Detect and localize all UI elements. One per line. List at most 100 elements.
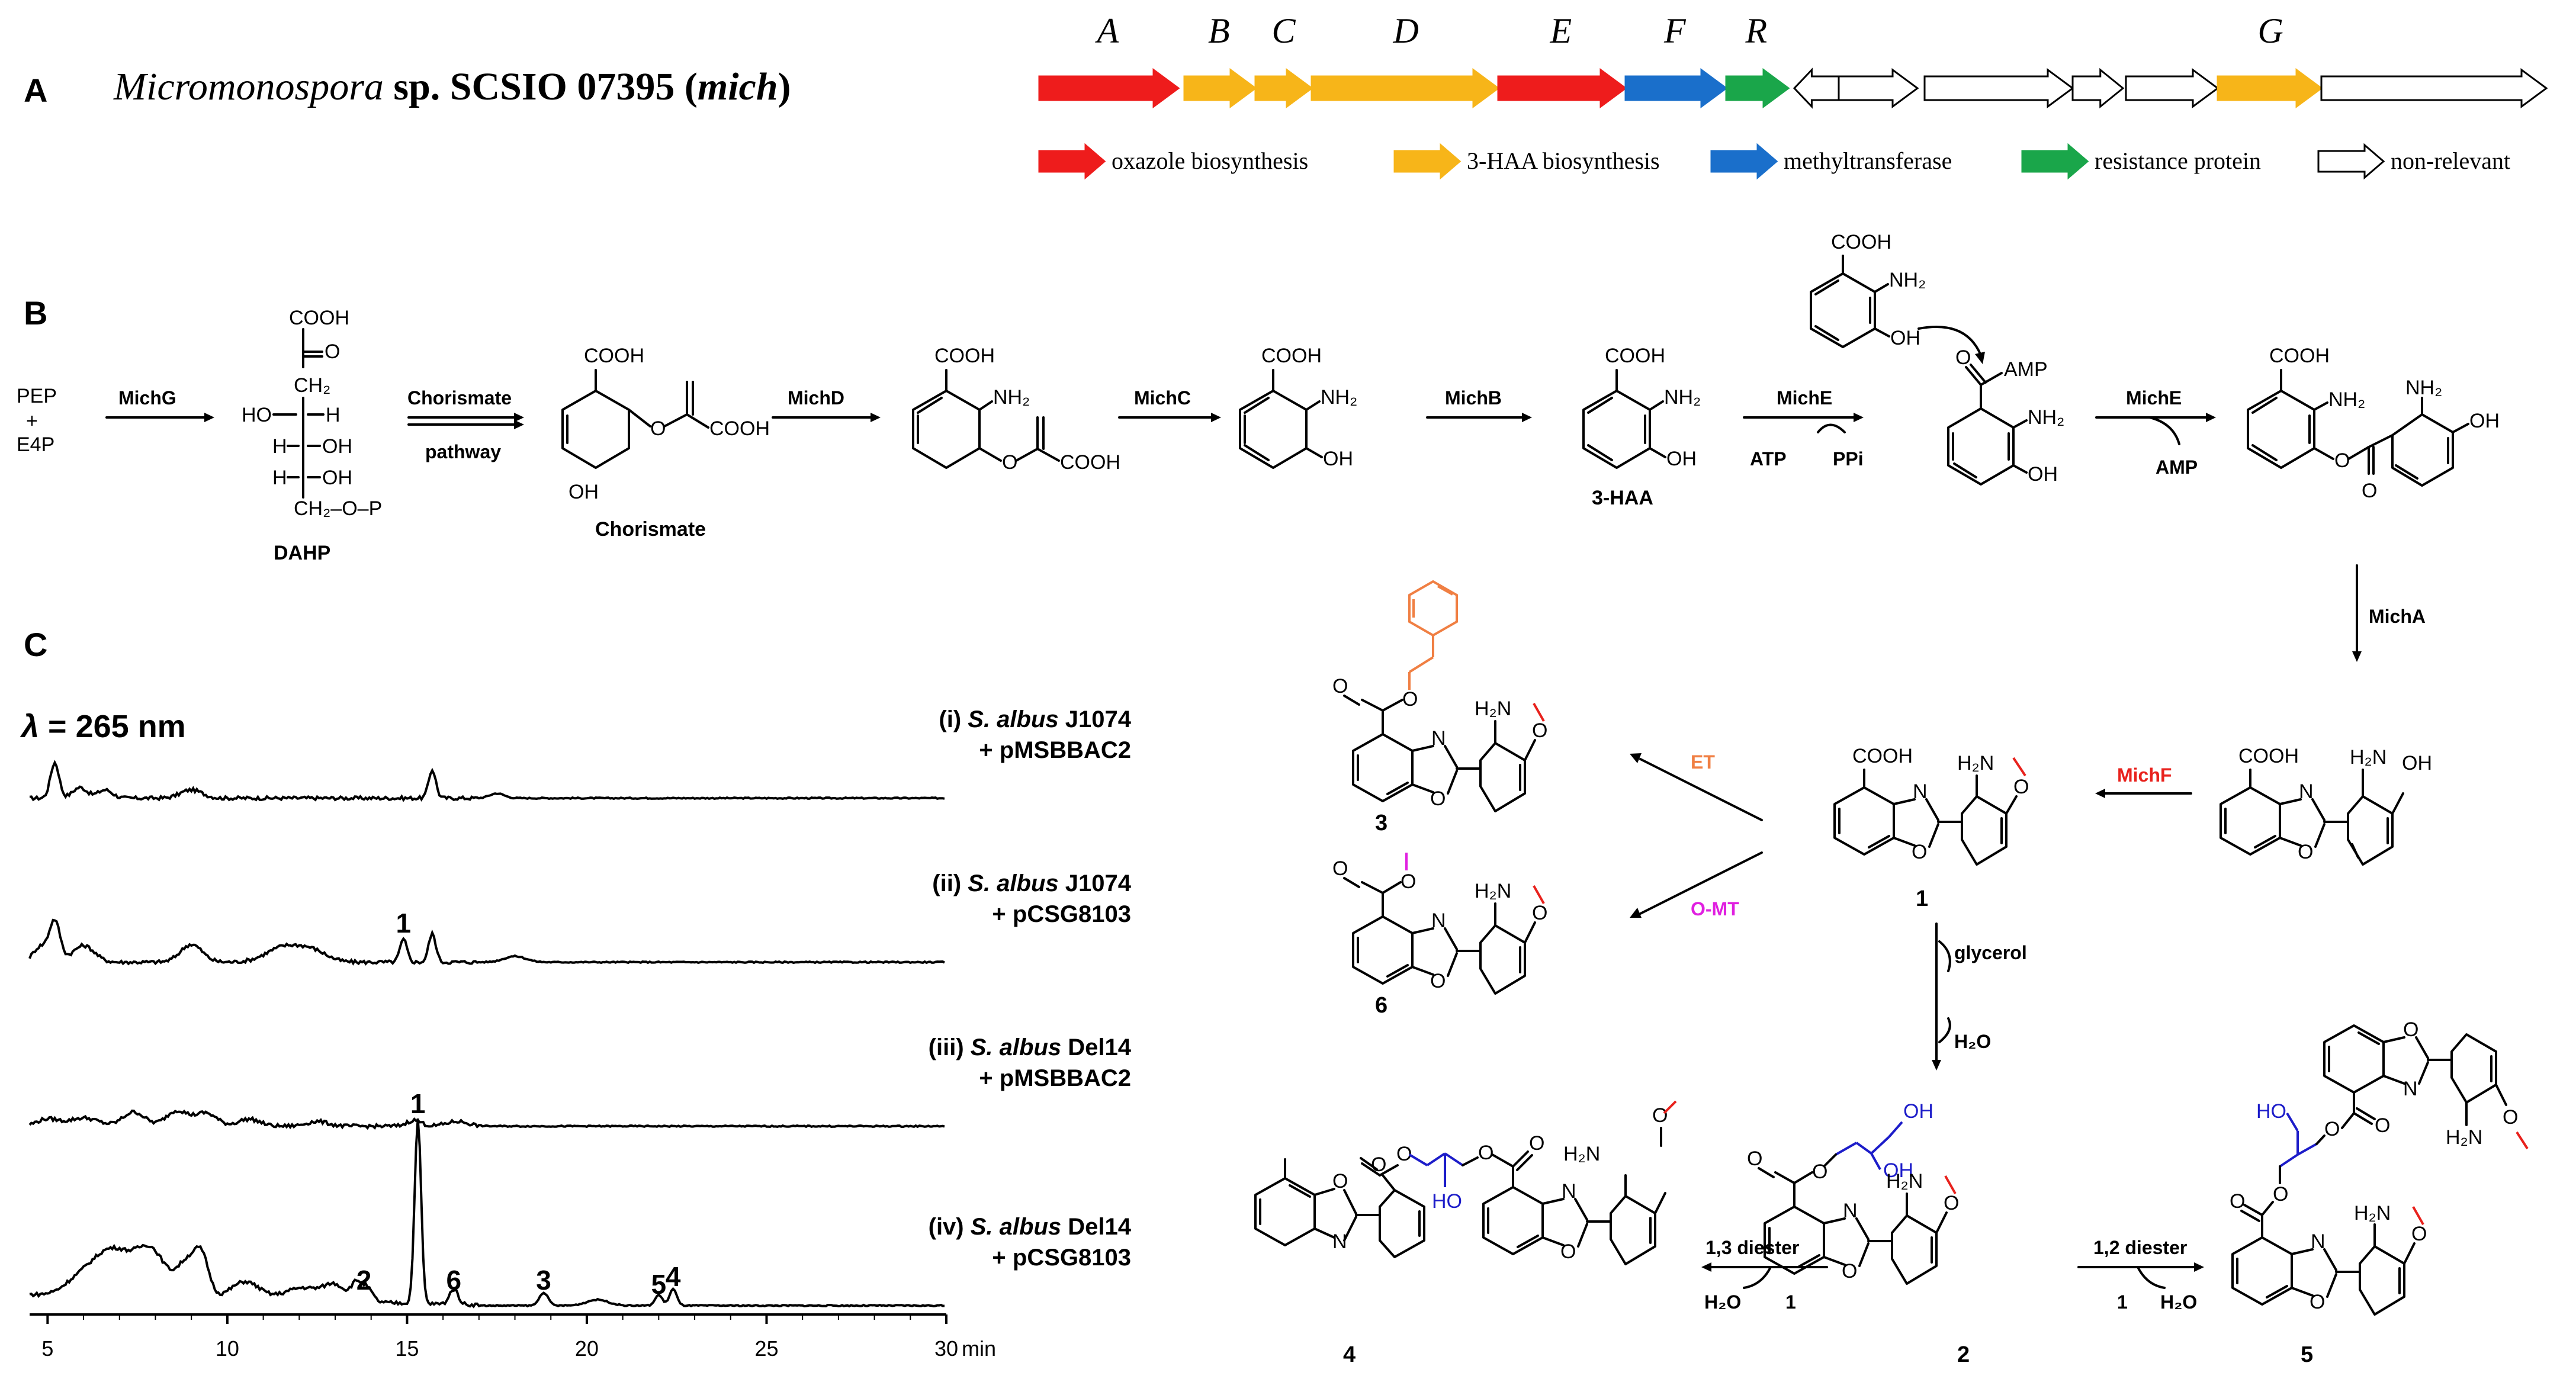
panel-label-b: B [24, 294, 47, 332]
haa-structure: COOH NH₂ OH [1582, 345, 1701, 470]
diester-13-one: 1 [1785, 1291, 1796, 1313]
compound-4-number: 4 [1343, 1342, 1356, 1367]
benzoxazole-acid-structure: COOH N O H₂N OH [2220, 745, 2432, 866]
svg-text:AMP: AMP [2004, 358, 2048, 381]
gene-arrow-c [1254, 68, 1313, 108]
svg-text:O: O [2375, 1114, 2390, 1137]
svg-text:HO: HO [1432, 1190, 1462, 1213]
diester-13-water: H₂O [1704, 1291, 1741, 1313]
compound-2-structure: OH OH O O N O H₂N O [1747, 1100, 1959, 1285]
svg-text:O: O [1747, 1148, 1762, 1170]
svg-text:H₂N: H₂N [1563, 1143, 1600, 1165]
svg-text:HO: HO [2256, 1100, 2286, 1123]
cluster-close: ) [778, 65, 791, 108]
x-axis-unit: min [962, 1336, 996, 1361]
chorismate-pathway-label-2: pathway [425, 441, 501, 462]
trace-label-3-line1: (iii) S. albus Del14 [929, 1034, 1132, 1060]
svg-text:NH₂: NH₂ [1321, 386, 1357, 409]
chorismate-label: Chorismate [595, 518, 706, 541]
svg-text:NH₂: NH₂ [1889, 269, 1926, 291]
compound-4-structure: O N O O HO O O N O [1254, 1100, 1677, 1265]
svg-text:N: N [1562, 1180, 1576, 1203]
svg-text:O: O [2324, 1118, 2340, 1140]
trace-label-2-line1: (ii) S. albus J1074 [932, 870, 1131, 896]
x-tick-label-15: 15 [395, 1336, 419, 1361]
diester-13-label: 1,3 diester [1705, 1237, 1799, 1258]
gene-label-f: F [1663, 11, 1687, 50]
cluster-name: mich [698, 65, 778, 108]
et-label: ET [1691, 751, 1715, 773]
svg-text:O: O [2298, 841, 2313, 863]
organism-strain: sp. SCSIO 07395 ( [384, 65, 698, 108]
svg-text:H₂N: H₂N [2446, 1126, 2482, 1149]
trace-label-1-line2: + pMSBBAC2 [979, 737, 1131, 763]
gene-arrow-orf8 [1838, 68, 1919, 108]
diester-12-one: 1 [2117, 1291, 2128, 1313]
legend-swatch-4 [2317, 143, 2385, 180]
chromatogram-trace-1 [29, 760, 945, 802]
compound-1-structure: COOH N O H₂N O [1833, 745, 2029, 866]
gene-arrow-orf11 [2125, 68, 2220, 108]
trace-label-3-line2: + pMSBBAC2 [979, 1065, 1131, 1091]
svg-text:N: N [2311, 1230, 2326, 1253]
compound-5-number: 5 [2301, 1342, 2313, 1367]
svg-text:OH: OH [1890, 327, 1920, 349]
svg-text:N: N [1431, 909, 1446, 932]
chorismate-pathway-label-1: Chorismate [407, 387, 512, 409]
dahp-label: DAHP [274, 542, 330, 564]
gene-label-c: C [1272, 11, 1296, 50]
trace-label-2-line2: + pCSG8103 [992, 901, 1131, 927]
svg-text:O: O [1430, 970, 1446, 992]
gene-arrow-a [1038, 68, 1180, 108]
svg-text:N: N [1913, 780, 1928, 803]
haa-label: 3-HAA [1592, 487, 1653, 509]
compound-2-number: 2 [1957, 1342, 1970, 1367]
svg-text:H₂N: H₂N [1957, 752, 1994, 774]
svg-text:O: O [2411, 1223, 2427, 1245]
svg-text:COOH: COOH [1831, 231, 1891, 253]
diester-12-water: H₂O [2160, 1291, 2197, 1313]
haa-amp-structure: O AMP NH₂ OH [1947, 346, 2064, 486]
svg-text:H: H [272, 467, 287, 489]
michd-product-structure: COOH NH₂ O COOH [912, 345, 1120, 474]
gene-arrow-orf9 [1923, 68, 2074, 108]
svg-text:OH: OH [322, 467, 352, 489]
svg-text:NH₂: NH₂ [2028, 406, 2064, 429]
svg-text:HO: HO [242, 404, 272, 426]
svg-text:O: O [1532, 719, 1547, 742]
diester-12-label: 1,2 diester [2093, 1237, 2187, 1258]
svg-text:O: O [2503, 1106, 2518, 1129]
legend-label-3: resistance protein [2095, 147, 2261, 174]
svg-text:NH₂: NH₂ [2328, 388, 2365, 411]
omt-label: O-MT [1691, 898, 1739, 920]
x-tick-label-30: 30 [934, 1336, 958, 1361]
miche-label-1: MichE [1777, 387, 1832, 409]
svg-text:O: O [1532, 902, 1547, 924]
panel-label-a: A [24, 72, 47, 109]
peak-label-5-trace-4: 5 [651, 1269, 667, 1300]
legend-swatch-0 [1038, 143, 1106, 180]
svg-text:COOH: COOH [1852, 745, 1913, 767]
svg-text:H₂N: H₂N [2354, 1202, 2391, 1224]
svg-text:O: O [2362, 480, 2377, 502]
gene-arrow-orf10 [2071, 68, 2125, 109]
svg-text:NH₂: NH₂ [2405, 377, 2442, 399]
miche-label-2: MichE [2126, 387, 2182, 409]
svg-text:OH: OH [2469, 410, 2500, 432]
svg-text:O: O [1401, 870, 1416, 893]
svg-text:COOH: COOH [1060, 451, 1120, 474]
svg-text:COOH: COOH [2269, 345, 2330, 367]
water-label: H₂O [1954, 1031, 1991, 1052]
organism-title: Micromonospora sp. SCSIO 07395 (mich) [113, 65, 791, 108]
organism-genus: Micromonospora [113, 65, 384, 108]
compound-3-structure: O O N O H₂N O [1332, 580, 1547, 812]
svg-text:O: O [1402, 688, 1418, 711]
svg-text:O: O [1396, 1143, 1412, 1165]
svg-text:O: O [1430, 787, 1446, 810]
svg-text:OH: OH [2402, 752, 2432, 774]
x-tick-label-25: 25 [754, 1336, 778, 1361]
svg-text:O: O [1944, 1192, 1959, 1214]
compound-5-structure: HO O O O O N H₂N O O [2230, 1018, 2529, 1316]
haa-ester-structure: COOH NH₂ O O NH₂ OH [2247, 345, 2500, 502]
